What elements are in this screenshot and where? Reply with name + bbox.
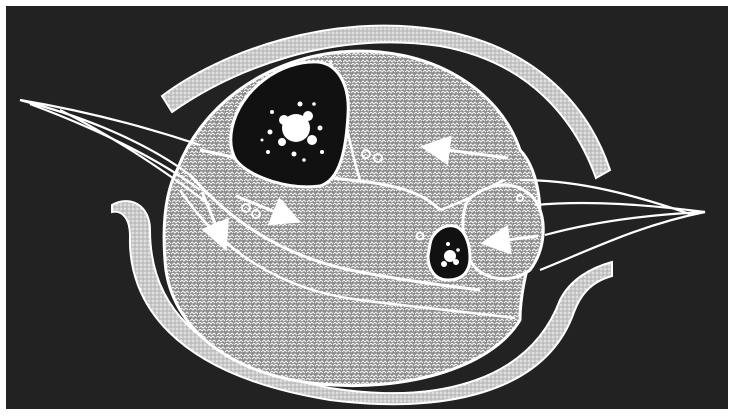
right-lobule xyxy=(463,185,543,279)
